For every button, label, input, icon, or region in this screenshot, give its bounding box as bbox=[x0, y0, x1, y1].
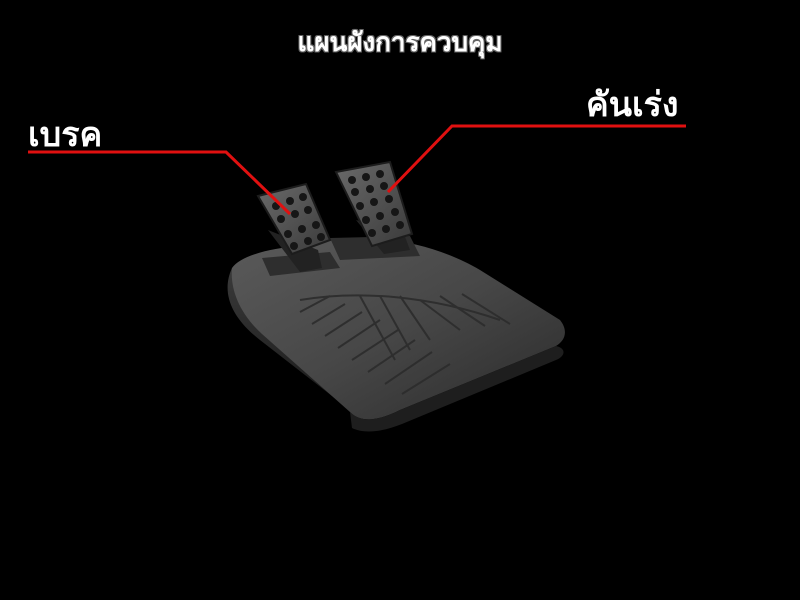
brake-leader-line bbox=[28, 150, 292, 216]
accelerator-label: คันเร่ง bbox=[586, 85, 679, 125]
page-title: แผนผังการควบคุม bbox=[297, 28, 503, 58]
brake-label: เบรค bbox=[28, 115, 103, 155]
accelerator-pedal bbox=[334, 160, 414, 254]
accelerator-leader-line bbox=[386, 124, 686, 194]
pedal-base bbox=[227, 236, 565, 432]
